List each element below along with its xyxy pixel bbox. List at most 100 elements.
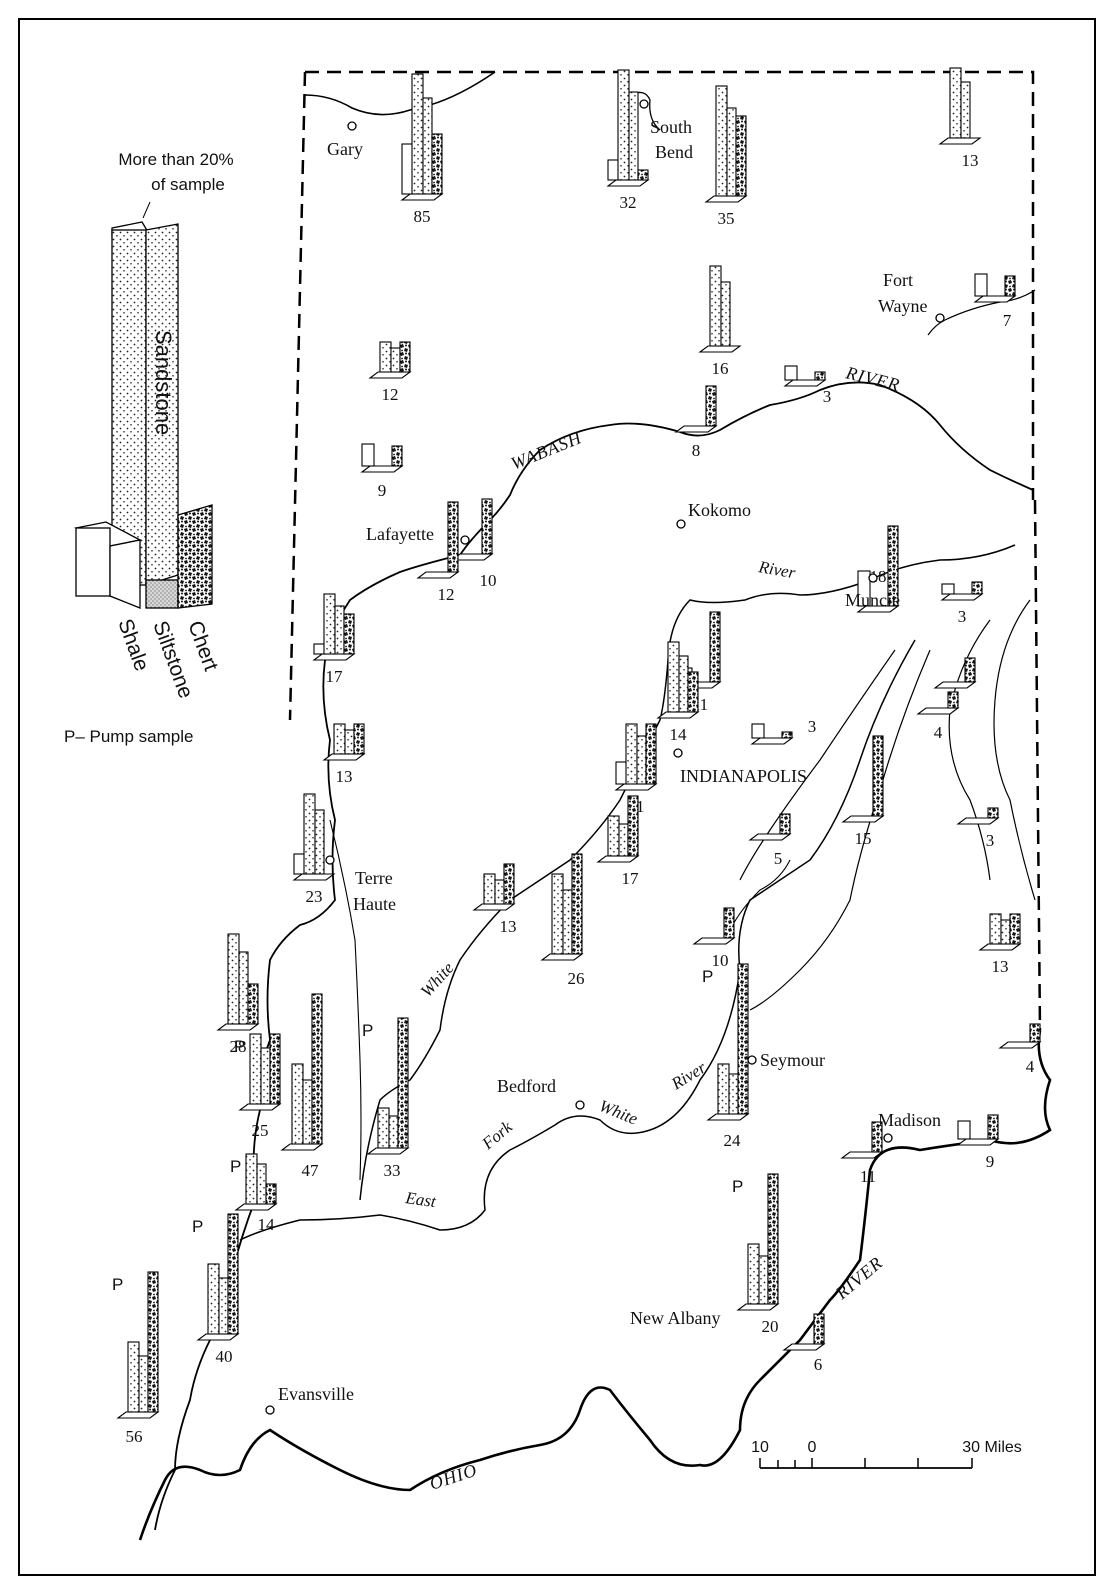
symbol-base bbox=[783, 379, 827, 387]
chert-bar bbox=[872, 735, 884, 817]
scale-label-10: 10 bbox=[751, 1439, 769, 1456]
chert-bar bbox=[1009, 913, 1021, 945]
sample-count-label: 3 bbox=[986, 831, 995, 850]
chert-bar bbox=[709, 611, 721, 683]
sample-count-label: 16 bbox=[712, 359, 729, 378]
sandstone-bar bbox=[715, 85, 728, 197]
sample-count-label: 56 bbox=[126, 1427, 143, 1446]
symbol-base bbox=[368, 371, 412, 379]
pump-sample-mark: P bbox=[230, 1157, 241, 1176]
sandstone-bar-side bbox=[314, 809, 325, 875]
symbol-base bbox=[674, 425, 718, 433]
symbol-base bbox=[956, 1138, 1000, 1146]
label-bedford: Bedford bbox=[497, 1076, 556, 1096]
symbol-base bbox=[973, 295, 1017, 303]
sample-symbol: 14 bbox=[656, 641, 700, 744]
city-marker-lafayette bbox=[460, 535, 470, 545]
legend-label-sandstone: Sandstone bbox=[151, 330, 176, 435]
label-river-ne: RIVER bbox=[843, 362, 902, 395]
sandstone-bar bbox=[291, 1063, 304, 1145]
sandstone-bar bbox=[411, 73, 424, 195]
city-marker-south-bend bbox=[639, 99, 649, 109]
sample-symbol: 5 bbox=[748, 813, 792, 868]
symbol-base bbox=[196, 1333, 240, 1341]
symbol-base bbox=[748, 833, 792, 841]
state-boundary-dashed bbox=[288, 70, 1035, 721]
shale-bar bbox=[751, 723, 765, 739]
city-marker-seymour bbox=[747, 1055, 757, 1065]
symbol-base bbox=[750, 737, 794, 745]
sandstone-bar-side bbox=[720, 281, 731, 347]
lake-michigan-shore bbox=[304, 71, 496, 116]
label-terre-haute-2: Haute bbox=[353, 894, 396, 914]
sample-symbol: 28 bbox=[216, 933, 260, 1056]
city-marker-fort-wayne bbox=[935, 313, 945, 323]
chert-bar bbox=[737, 963, 749, 1115]
chert-bar bbox=[399, 341, 411, 373]
legend-pump-note: P– Pump sample bbox=[64, 727, 193, 746]
sample-count-label: 26 bbox=[568, 969, 585, 988]
legend-note-line1: More than 20% bbox=[118, 150, 233, 169]
chert-bar bbox=[735, 115, 747, 197]
label-kokomo: Kokomo bbox=[688, 500, 751, 520]
sandstone-bar bbox=[717, 1063, 730, 1115]
legend-label-chert: Chert bbox=[183, 618, 222, 674]
sandstone-bar bbox=[607, 815, 620, 857]
shale-bar bbox=[974, 273, 988, 297]
label-river-east-fork: River bbox=[667, 1058, 709, 1094]
sample-symbol: 15 bbox=[841, 735, 885, 848]
pump-sample-mark: P bbox=[234, 1037, 245, 1056]
symbol-base bbox=[238, 1103, 282, 1111]
sample-count-label: 23 bbox=[306, 887, 323, 906]
legend-siltstone-bar bbox=[145, 579, 179, 609]
sandstone-bar bbox=[667, 641, 680, 713]
symbol-base bbox=[704, 195, 748, 203]
sample-count-label: 6 bbox=[814, 1355, 823, 1374]
chert-bar bbox=[947, 691, 959, 709]
sample-count-label: 33 bbox=[384, 1161, 401, 1180]
ohio-river bbox=[138, 1029, 1052, 1541]
chert-bar bbox=[813, 1313, 825, 1345]
chert-bar bbox=[265, 1183, 277, 1205]
tributary-1 bbox=[739, 649, 896, 881]
label-south-bend-1: South bbox=[650, 117, 692, 137]
symbol-base bbox=[938, 137, 982, 145]
chert-bar bbox=[247, 983, 259, 1025]
sandstone-bar bbox=[551, 873, 564, 955]
chert-bar bbox=[311, 993, 323, 1145]
chert-bar bbox=[987, 1114, 999, 1140]
sample-symbol: 85 bbox=[400, 73, 444, 226]
chert-bar bbox=[779, 813, 791, 835]
sample-symbol: 13 bbox=[978, 913, 1022, 976]
sandstone-bar bbox=[249, 1033, 262, 1105]
sandstone-bar-side bbox=[238, 951, 249, 1025]
tributary-4 bbox=[993, 599, 1036, 901]
sample-symbol: 33P bbox=[362, 1017, 410, 1180]
fort-wayne-river bbox=[927, 289, 1036, 336]
symbol-base bbox=[280, 1143, 324, 1151]
sample-symbol: 10 bbox=[692, 907, 736, 970]
sandstone-bar-side bbox=[562, 889, 573, 955]
sample-symbol: 11 bbox=[840, 1121, 884, 1186]
sandstone-bar-side bbox=[218, 1277, 229, 1335]
chert-bar bbox=[971, 581, 983, 595]
sample-symbol: 16 bbox=[698, 265, 742, 378]
sandstone-bar bbox=[333, 723, 346, 755]
sample-count-label: 9 bbox=[986, 1152, 995, 1171]
shale-bar bbox=[857, 570, 871, 607]
sample-symbol: 17 bbox=[596, 795, 640, 888]
sample-symbol: 35 bbox=[704, 85, 748, 228]
city-marker-bedford bbox=[575, 1100, 585, 1110]
label-seymour: Seymour bbox=[760, 1050, 825, 1070]
sandstone-bar-side bbox=[628, 91, 639, 181]
chert-bar bbox=[987, 807, 999, 819]
chert-bar bbox=[447, 501, 459, 573]
sample-count-label: 3 bbox=[958, 607, 967, 626]
symbol-base bbox=[614, 783, 658, 791]
sample-symbols: 8532351371612398101217181137414321131553… bbox=[112, 67, 1042, 1446]
sample-count-label: 35 bbox=[718, 209, 735, 228]
sample-symbol: 4 bbox=[998, 1023, 1042, 1076]
label-terre-haute-1: Terre bbox=[355, 868, 393, 888]
sample-count-label: 24 bbox=[724, 1131, 742, 1150]
sandstone-bar bbox=[303, 793, 316, 875]
